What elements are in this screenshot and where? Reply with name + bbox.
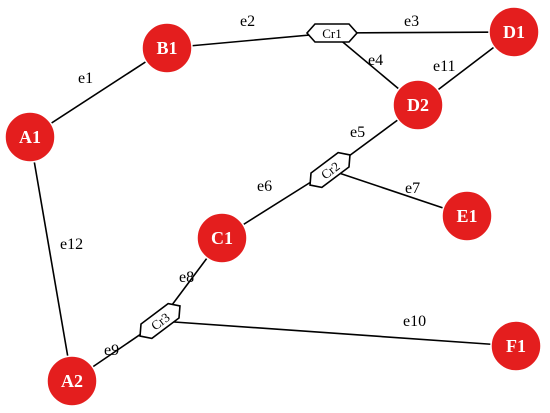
node-b1: B1 — [141, 22, 193, 74]
node-d1-circle — [488, 6, 540, 58]
nodes-layer: A1 B1 D1 D2 C1 E1 F1 A2 — [4, 6, 542, 407]
edge-cr3-f1 — [159, 320, 517, 347]
node-a2-label: A2 — [61, 371, 83, 391]
node-b1-label: B1 — [156, 38, 177, 58]
edge-label-e9: e9 — [104, 342, 119, 359]
crossing-cr3: Cr3 — [139, 302, 181, 340]
edge-label-e7: e7 — [405, 180, 420, 197]
edge-label-e11: e11 — [433, 58, 456, 75]
node-c1-circle — [196, 212, 248, 264]
node-a1: A1 — [4, 111, 56, 163]
edge-a1-a2 — [29, 136, 73, 382]
node-e1: E1 — [441, 190, 493, 242]
edge-label-e2: e2 — [240, 13, 255, 30]
edge-labels-layer: e1 e2 e3 e4 e5 e6 e7 e8 e9 e10 e11 e12 — [60, 13, 456, 359]
edge-label-e6: e6 — [257, 178, 272, 195]
edge-a1-b1 — [29, 47, 168, 138]
edge-label-e8: e8 — [179, 269, 194, 286]
node-a2: A2 — [46, 355, 98, 407]
node-d2-label: D2 — [407, 95, 429, 115]
node-a2-circle — [46, 355, 98, 407]
node-d2-circle — [392, 79, 444, 131]
edge-cr1-d1 — [331, 31, 515, 34]
edge-label-e12: e12 — [60, 236, 83, 253]
edge-label-e10: e10 — [403, 313, 426, 330]
crossing-cr1: Cr1 — [305, 23, 359, 43]
node-a1-label: A1 — [19, 127, 41, 147]
edge-label-e5: e5 — [350, 124, 365, 141]
node-d1: D1 — [488, 6, 540, 58]
node-e1-circle — [441, 190, 493, 242]
crossing-cr2: Cr2 — [309, 151, 351, 189]
node-c1: C1 — [196, 212, 248, 264]
node-f1: F1 — [490, 320, 542, 372]
node-a1-circle — [4, 111, 56, 163]
edge-label-e1: e1 — [78, 70, 93, 87]
crossings-layer: Cr1 Cr2 Cr3 — [139, 23, 359, 340]
edge-label-e3: e3 — [404, 13, 419, 30]
node-b1-circle — [141, 22, 193, 74]
node-e1-label: E1 — [456, 206, 477, 226]
crossing-cr2-hexagon — [309, 151, 351, 189]
node-d2: D2 — [392, 79, 444, 131]
edge-b1-cr1 — [166, 32, 333, 49]
crossing-cr1-label: Cr1 — [322, 26, 342, 41]
node-c1-label: C1 — [211, 228, 233, 248]
crossing-cr1-hexagon — [305, 23, 359, 43]
node-f1-label: F1 — [506, 336, 526, 356]
crossing-cr3-hexagon — [139, 302, 181, 340]
edge-label-e4: e4 — [368, 52, 383, 69]
node-d1-label: D1 — [503, 22, 525, 42]
node-f1-circle — [490, 320, 542, 372]
